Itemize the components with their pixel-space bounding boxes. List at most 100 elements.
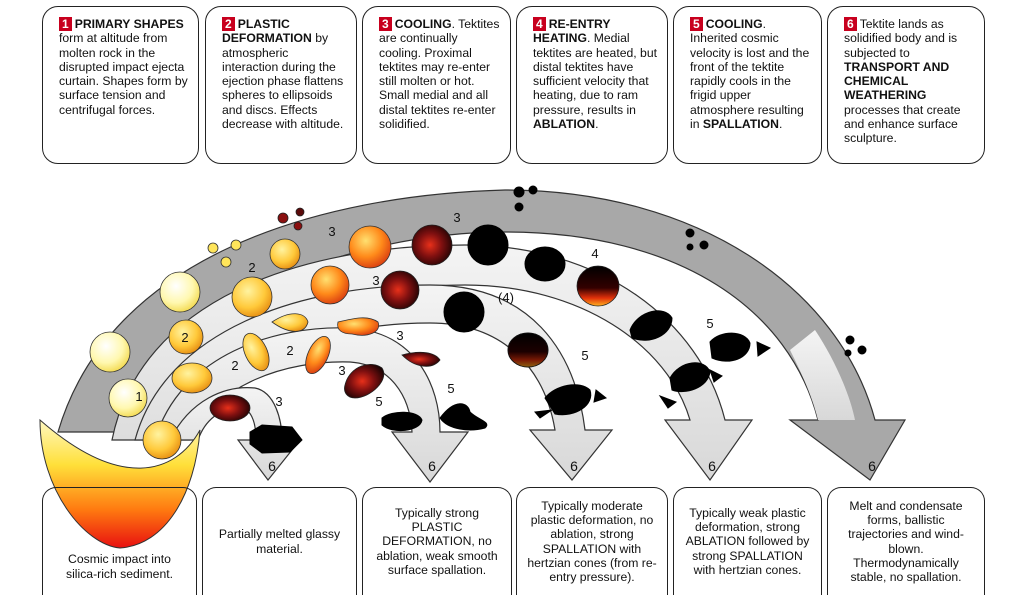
tektite-spalled-body xyxy=(669,362,711,393)
outcome-text: Partially melted glassy material. xyxy=(218,527,341,556)
tektite-sphere xyxy=(514,202,524,212)
tektite-spalled-body xyxy=(544,384,592,416)
tektite-sphere xyxy=(207,242,219,254)
cooling-tektites xyxy=(209,207,453,422)
outcome-box-2: Partially melted glassy material. xyxy=(202,487,357,595)
stage-number-badge: 4 xyxy=(533,17,546,31)
tektite-dumbbell xyxy=(337,317,380,336)
tektite-sphere xyxy=(293,221,303,231)
tektite-sphere xyxy=(844,349,852,357)
primary-shapes xyxy=(89,225,392,460)
label-stage-6: 6 xyxy=(268,458,276,474)
label-stage-4-paren: (4) xyxy=(498,290,514,305)
tektite-sphere xyxy=(230,239,242,251)
label-stage-3: 3 xyxy=(275,394,282,409)
tektite-teardrop xyxy=(401,351,441,367)
stage-tail: ABLATION xyxy=(533,117,596,132)
tektite-disc xyxy=(305,335,331,375)
tektite-ellipsoid xyxy=(524,246,566,282)
label-stage-2: 2 xyxy=(231,358,238,373)
label-stage-3: 3 xyxy=(396,328,403,343)
tektite-dumbbell xyxy=(381,411,423,432)
stage-heading: RE-ENTRY HEATING xyxy=(533,17,611,46)
outcome-text: Typically strong PLASTIC DEFORMATION, no… xyxy=(376,505,498,577)
tektite-sphere xyxy=(269,238,301,270)
tektite-sphere xyxy=(220,256,232,268)
tektite-sphere xyxy=(380,270,420,310)
tektite-disc xyxy=(242,332,270,372)
tektite-sphere xyxy=(686,243,694,251)
stage-number-badge: 3 xyxy=(379,17,392,31)
label-stage-3: 3 xyxy=(328,224,335,239)
outcome-text: Typically weak plastic deformation, stro… xyxy=(685,505,810,577)
tektite-spalled-body xyxy=(629,310,673,341)
tektite-sphere xyxy=(513,186,525,198)
label-stage-4: 4 xyxy=(591,246,598,261)
outcome-box-1: Cosmic impact into silica-rich sediment. xyxy=(42,487,197,595)
stage-text: form at altitude from molten rock in the… xyxy=(59,31,188,117)
tektite-sphere xyxy=(411,224,453,266)
outcome-box-6: Melt and condensate forms, ballistic tra… xyxy=(827,487,985,595)
outcome-box-5: Typically weak plastic deformation, stro… xyxy=(673,487,822,595)
stage-pre: Tektite lands as solidified body and is … xyxy=(844,17,958,60)
label-stage-5: 5 xyxy=(581,348,588,363)
tektite-sphere xyxy=(857,345,867,355)
hertzian-cone xyxy=(658,394,678,409)
tektite-sphere xyxy=(277,212,289,224)
tektite-sphere xyxy=(231,276,273,318)
outcome-text: Melt and condensate forms, ballistic tra… xyxy=(848,498,964,585)
tektite-sphere xyxy=(159,271,201,313)
stage-heading: TRANSPORT AND CHEMICAL WEATHERING xyxy=(844,59,950,103)
stage-number-badge: 6 xyxy=(844,17,857,31)
tektite-teardrop xyxy=(271,313,309,332)
stage-text: processes that create and enhance surfac… xyxy=(844,102,961,146)
stage-text: . Tektites are continually cooling. Prox… xyxy=(379,17,500,132)
stage-heading: COOLING xyxy=(705,17,763,31)
stage-end: . xyxy=(778,117,783,132)
tektite-ablating xyxy=(576,265,620,307)
hertzian-cone xyxy=(756,341,772,357)
label-stage-6: 6 xyxy=(868,458,876,474)
stage-text: . Medial tektites are heated, but distal… xyxy=(533,31,657,117)
stage-tail: SPALLATION xyxy=(702,117,779,132)
label-stage-3: 3 xyxy=(453,210,460,225)
label-stage-2: 2 xyxy=(248,260,255,275)
tektite-sphere xyxy=(467,224,509,266)
label-stage-6: 6 xyxy=(708,458,716,474)
outcome-text: Cosmic impact into silica-rich sediment. xyxy=(65,552,173,581)
label-stage-6: 6 xyxy=(428,458,436,474)
label-stage-1: 1 xyxy=(135,389,142,404)
tektite-sphere xyxy=(295,207,305,217)
tektite-dumbbell xyxy=(344,364,385,399)
label-stage-2: 2 xyxy=(181,330,188,345)
tektite-ellipsoid xyxy=(209,394,251,422)
hertzian-cone xyxy=(593,389,608,403)
outcome-box-3: Typically strong PLASTIC DEFORMATION, no… xyxy=(362,487,512,595)
tektite-sphere xyxy=(699,240,709,250)
stage-number-badge: 2 xyxy=(222,17,235,31)
stage-number-badge: 5 xyxy=(690,17,703,31)
tektite-sphere xyxy=(142,420,182,460)
label-stage-2: 2 xyxy=(286,343,293,358)
tektite-sphere xyxy=(845,335,855,345)
label-stage-5: 5 xyxy=(447,381,454,396)
tektite-ablating xyxy=(507,332,549,368)
tektite-sphere xyxy=(108,378,148,418)
tektite-sphere xyxy=(443,291,485,333)
tektite-ellipsoid xyxy=(171,362,213,394)
hertzian-cone xyxy=(709,369,723,383)
stage-heading: COOLING xyxy=(394,17,452,31)
tektite-sphere xyxy=(528,185,538,195)
diagram-stage-labels: 1 2 2 2 2 3 3 3 3 3 3 4 (4) 5 5 5 5 6 6 … xyxy=(135,210,876,474)
tektite-spalled-body xyxy=(709,332,751,362)
label-stage-5: 5 xyxy=(706,316,713,331)
stage-number-badge: 1 xyxy=(59,17,72,31)
tektite-dumbbell xyxy=(439,403,488,431)
outcome-box-4: Typically moderate plastic deformation, … xyxy=(516,487,668,595)
